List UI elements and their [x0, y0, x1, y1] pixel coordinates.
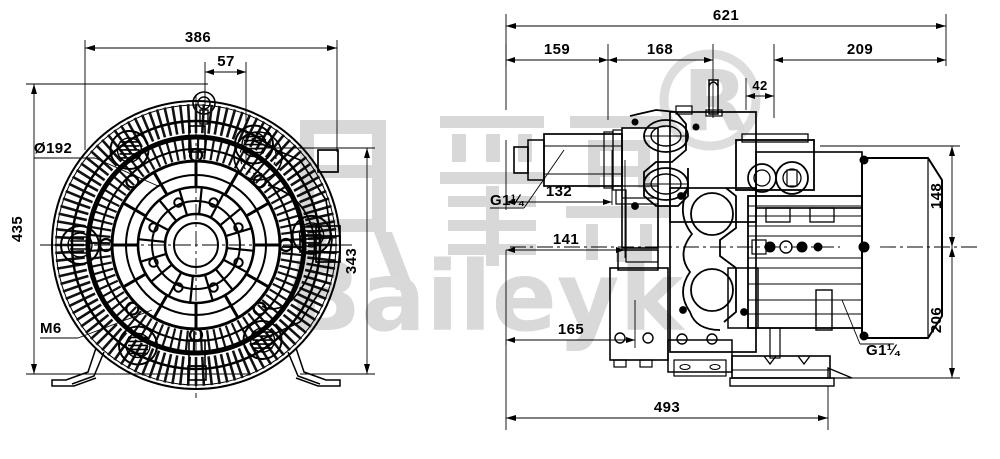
dim-side-seg-motor: 209	[847, 41, 873, 58]
svg-text:R: R	[683, 52, 748, 150]
front-view: 386 57 435 343 Ø192 M6	[9, 29, 375, 398]
base-frame	[729, 327, 853, 387]
port-flange-upper	[629, 109, 700, 210]
label-port-left: G1¼	[490, 192, 525, 209]
dim-front-height: 435	[9, 216, 26, 242]
fan-cowl	[858, 155, 943, 341]
dim-side-base-overall: 493	[654, 399, 680, 416]
watermark-registered-icon: R	[659, 49, 761, 151]
dim-side-gap: 42	[752, 78, 767, 93]
mounting-feet	[51, 347, 341, 387]
dim-front-base-to-center: 343	[343, 248, 360, 274]
label-thread-m6: M6	[40, 320, 62, 337]
front-view-dimension-lines	[26, 40, 375, 398]
label-port-right: G1¼	[866, 342, 901, 359]
dim-side-inlet-height: 132	[546, 183, 572, 200]
dim-side-base-length: 165	[558, 321, 584, 338]
label-bore-diameter: Ø192	[34, 140, 72, 157]
watermark-glyph-lei	[440, 116, 544, 266]
dim-side-shaft-height: 141	[553, 231, 579, 248]
watermark-chinese-block: Baileyk R	[288, 49, 761, 353]
dim-side-seg-body: 168	[647, 41, 673, 58]
dim-front-width: 386	[185, 29, 211, 46]
dim-side-seg-inlet: 159	[544, 41, 570, 58]
dim-side-upper-center: 148	[928, 183, 945, 209]
side-port-region	[233, 131, 341, 345]
dim-side-overall-length: 621	[713, 7, 739, 24]
dim-front-hub-offset: 57	[217, 53, 235, 70]
dim-side-lower-center: 206	[928, 307, 945, 333]
center-housing	[667, 187, 757, 377]
mounting-pads	[187, 125, 207, 381]
pump-casing	[609, 127, 669, 368]
inlet-silencer	[513, 129, 623, 191]
watermark-text-baileyk: Baileyk	[288, 241, 685, 353]
side-view: 621 159 168 209 42 132 141 165 148 206 4…	[490, 7, 980, 430]
